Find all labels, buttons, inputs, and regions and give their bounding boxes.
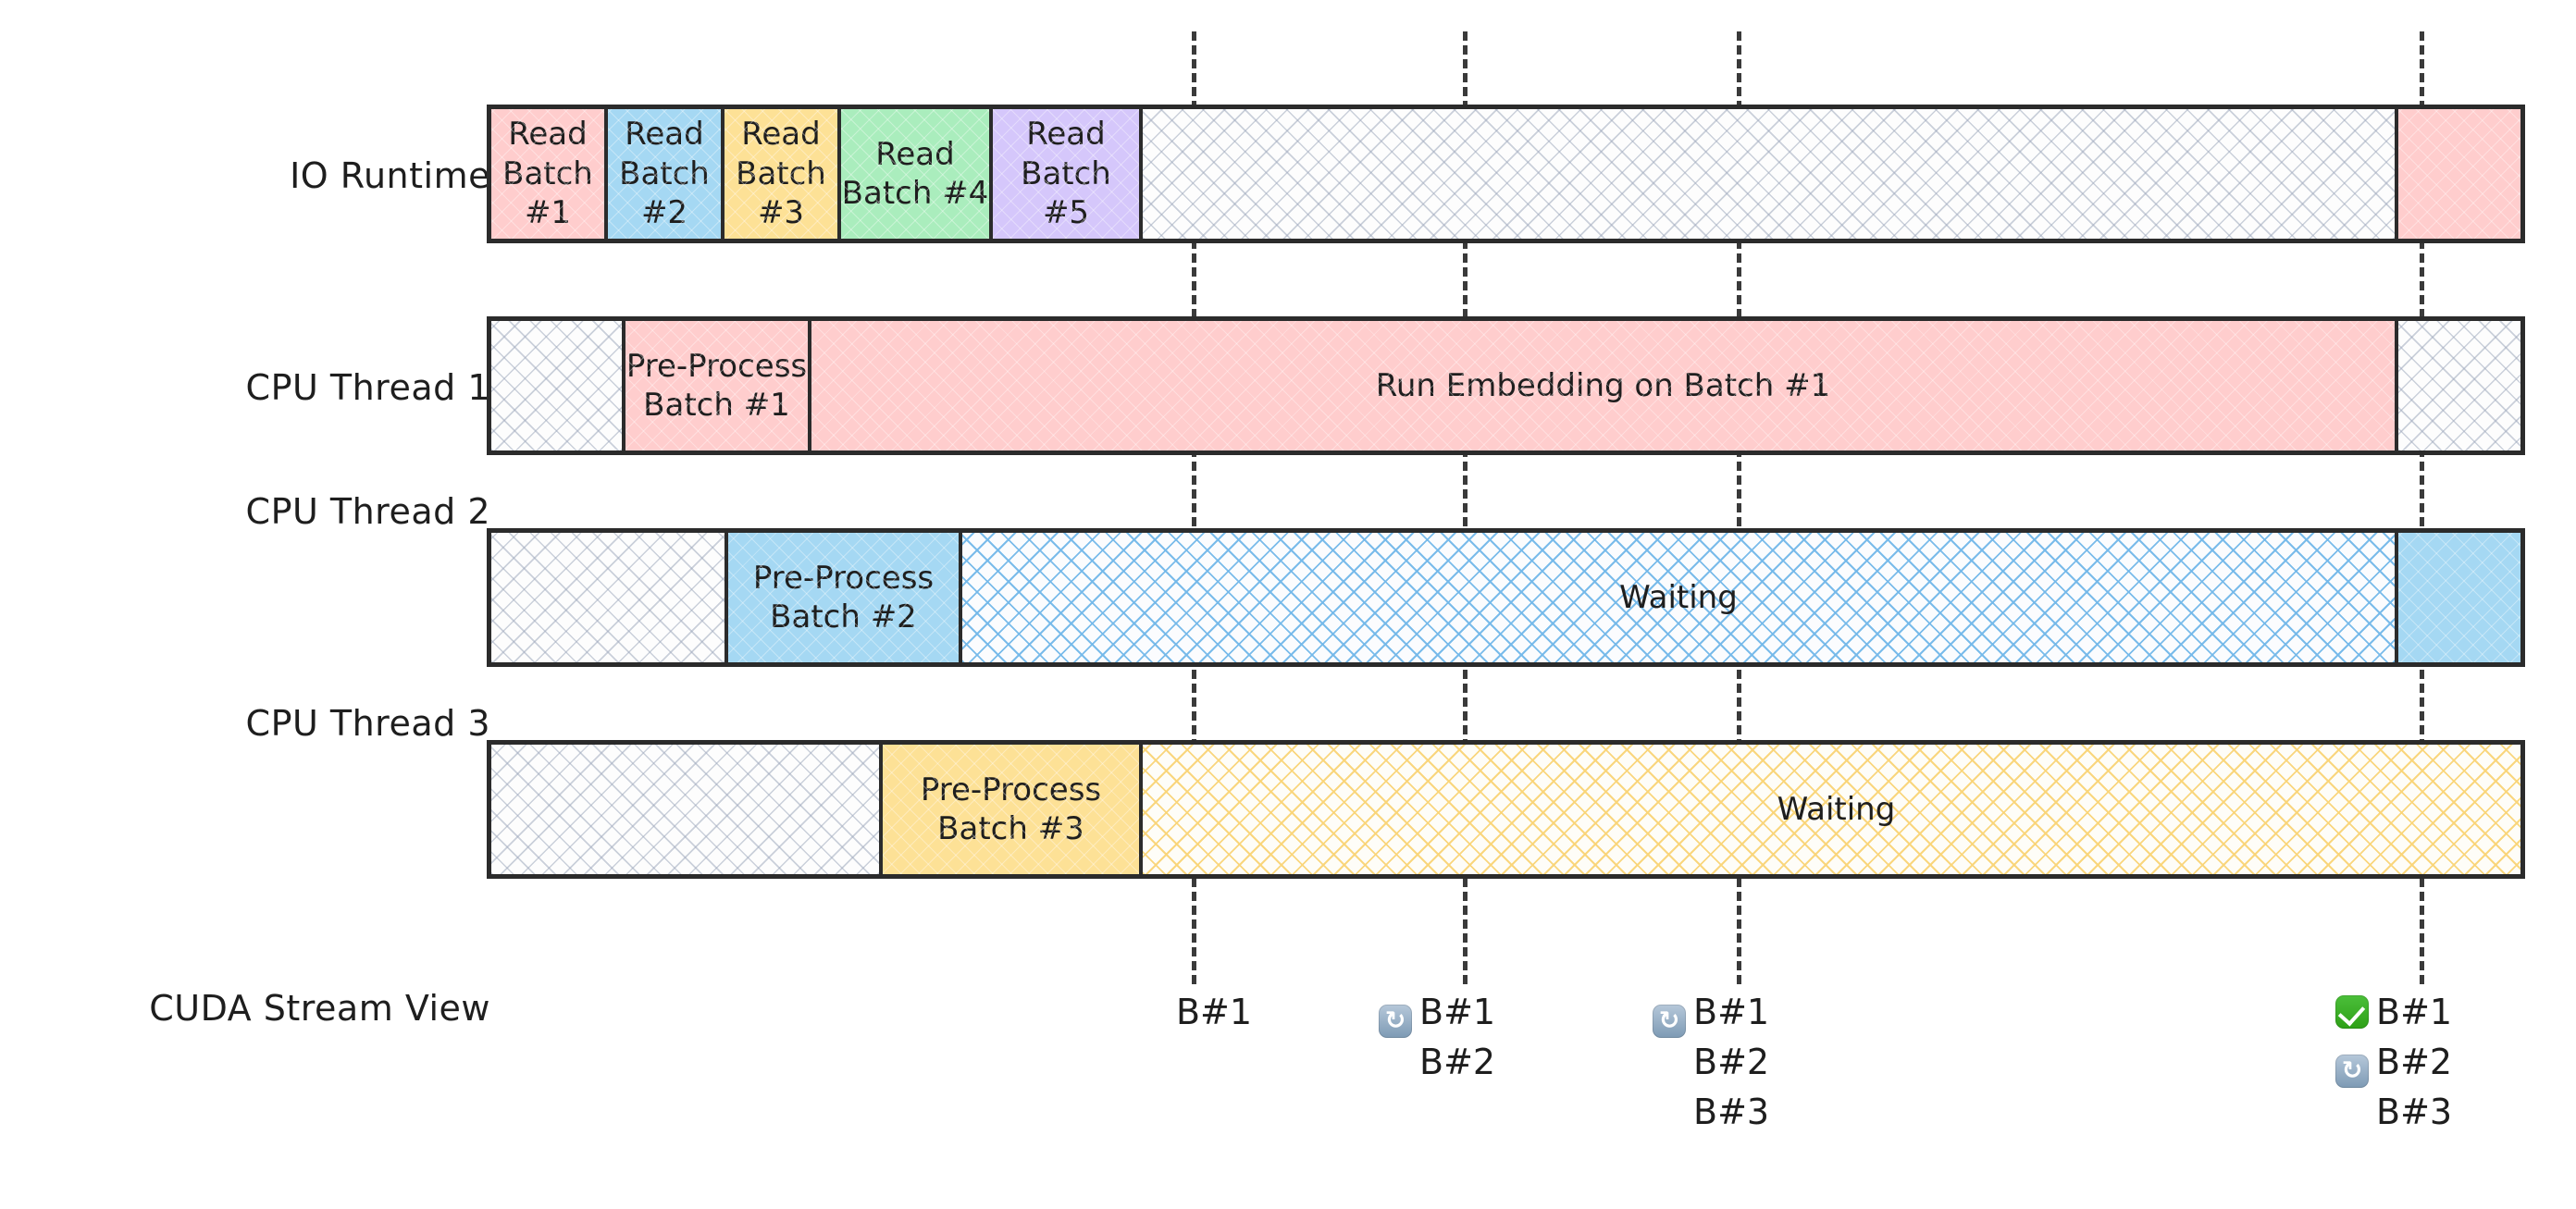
task-t1-idle [491,321,622,450]
task-read-batch-2[interactable]: Read Batch #2 [608,109,724,239]
lane-label-cpu-thread-2: CPU Thread 2 [245,491,490,532]
cuda-entry: B#1 [2335,988,2576,1038]
sync-icon [1653,1005,1686,1038]
lane-label-io-runtime: IO Runtime [290,155,490,196]
task-t2-waiting[interactable]: Waiting [962,533,2395,662]
cuda-entry: B#2 [1693,1042,1770,1082]
time-marker-3 [1737,31,1741,984]
cuda-column-2: B#1 B#2 [1379,988,1619,1088]
task-preprocess-batch-1[interactable]: Pre-Process Batch #1 [622,321,811,450]
task-run-embedding-batch-1[interactable]: Run Embedding on Batch #1 [811,321,2395,450]
check-icon [2335,995,2369,1029]
sync-icon [2335,1054,2369,1088]
cuda-column-3: B#1 B#2 B#3 [1653,988,1893,1138]
cuda-entry: B#2 [2335,1038,2576,1088]
task-t2-idle [491,533,724,662]
lane-label-cpu-thread-3: CPU Thread 3 [245,703,490,744]
task-t3-idle [491,745,879,874]
task-io-idle [1143,109,2395,239]
task-t2-next[interactable] [2395,533,2520,662]
time-marker-1 [1192,31,1196,984]
task-preprocess-batch-2[interactable]: Pre-Process Batch #2 [724,533,962,662]
sync-icon [1379,1005,1412,1038]
lane-track-cpu-thread-3: Pre-Process Batch #3 Waiting [487,740,2525,879]
task-io-next-read[interactable] [2395,109,2520,239]
cuda-entry: B#2 [1419,1042,1496,1082]
lane-label-cpu-thread-1: CPU Thread 1 [245,367,490,408]
task-read-batch-1[interactable]: Read Batch #1 [491,109,608,239]
lane-track-io-runtime: Read Batch #1 Read Batch #2 Read Batch #… [487,105,2525,243]
cuda-column-4: B#1 B#2 B#3 [2335,988,2576,1138]
cuda-entry: B#1 [1175,992,1253,1032]
cuda-column-1: B#1 [1101,988,1286,1038]
time-marker-2 [1463,31,1468,984]
lane-label-cuda-stream-view: CUDA Stream View [149,988,490,1029]
lane-track-cpu-thread-1: Pre-Process Batch #1 Run Embedding on Ba… [487,316,2525,455]
task-read-batch-4[interactable]: Read Batch #4 [841,109,993,239]
cuda-entry: B#3 [2376,1091,2453,1132]
task-read-batch-5[interactable]: Read Batch #5 [993,109,1143,239]
task-preprocess-batch-3[interactable]: Pre-Process Batch #3 [879,745,1143,874]
lane-track-cpu-thread-2: Pre-Process Batch #2 Waiting [487,528,2525,667]
task-t1-idle-tail [2395,321,2520,450]
task-read-batch-3[interactable]: Read Batch #3 [724,109,841,239]
task-t3-waiting[interactable]: Waiting [1143,745,2520,874]
cuda-entry: B#3 [1693,1091,1770,1132]
cuda-entry: B#1 [1379,988,1619,1038]
cuda-entry: B#1 [1653,988,1893,1038]
time-marker-4 [2420,31,2424,984]
